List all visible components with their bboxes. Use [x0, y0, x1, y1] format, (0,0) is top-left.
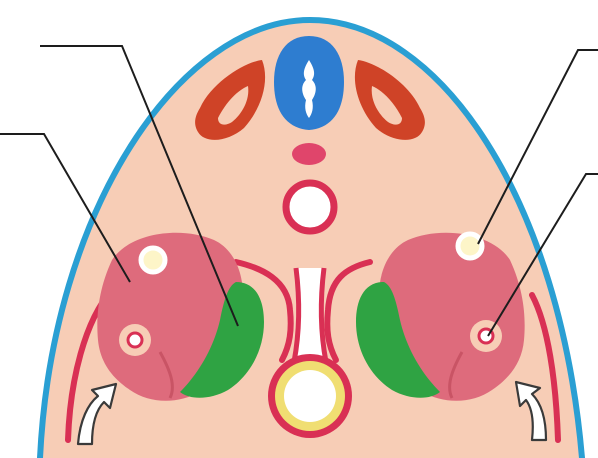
label-box-top-left: [0, 0, 40, 110]
notochord: [292, 143, 326, 165]
right-mesonephric-tubule: [458, 234, 482, 258]
left-mesonephric-tubule: [141, 248, 165, 272]
dorsal-aorta: [286, 183, 334, 231]
label-box-right: [586, 0, 598, 458]
gut-lumen: [284, 370, 336, 422]
label-box-left: [0, 112, 8, 152]
left-mesonephric-duct: [128, 333, 142, 347]
